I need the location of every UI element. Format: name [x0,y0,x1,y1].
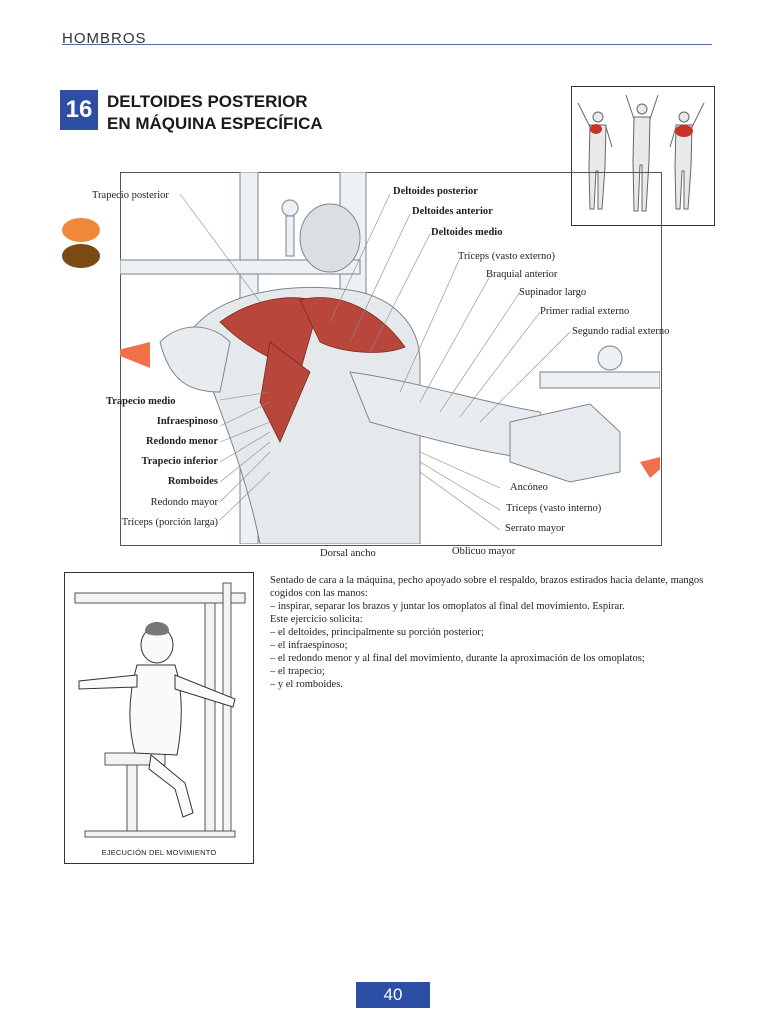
label-romboides: Romboides [168,476,218,487]
label-triceps-vasto-interno: Tríceps (vasto interno) [506,503,601,514]
description-item: – el redondo menor y al final del movimi… [270,652,730,665]
back-muscles-illustration [120,172,660,544]
description-item: – el trapecio; [270,665,730,678]
label-deltoides-posterior: Deltoides posterior [393,186,478,197]
description-requires: Este ejercicio solicita: [270,613,730,626]
execution-illustration [65,573,253,863]
execution-caption: EJECUCIÓN DEL MOVIMIENTO [64,848,254,857]
label-anconeo: Ancóneo [510,482,548,493]
description-item: – el infraespinoso; [270,639,730,652]
description-step: – inspirar, separar los brazos y juntar … [270,600,730,613]
label-infraespinoso: Infraespinoso [157,416,218,427]
label-primer-radial-externo: Primer radial externo [540,306,629,317]
exercise-title-line2: EN MÁQUINA ESPECÍFICA [107,113,323,135]
label-segundo-radial-externo: Segundo radial externo [572,326,669,337]
label-triceps-vasto-externo: Tríceps (vasto externo) [458,251,555,262]
label-braquial-anterior: Braquial anterior [486,269,557,280]
description-intro: Sentado de cara a la máquina, pecho apoy… [270,574,730,600]
label-dorsal-ancho: Dorsal ancho [320,548,376,559]
exercise-number: 16 [60,90,98,130]
label-trapecio-medio: Trapecio medio [106,396,176,407]
label-redondo-mayor: Redondo mayor [151,497,218,508]
exercise-title-line1: DELTOIDES POSTERIOR [107,91,323,113]
label-trapecio-posterior: Trapecio posterior [92,190,169,201]
label-triceps-porcion-larga: Tríceps (porción larga) [122,517,218,528]
exercise-description: Sentado de cara a la máquina, pecho apoy… [270,574,730,691]
label-trapecio-inferior: Trapecio inferior [142,456,219,467]
description-item: – el deltoides, principalmente su porció… [270,626,730,639]
exercise-title: DELTOIDES POSTERIOR EN MÁQUINA ESPECÍFIC… [107,91,323,135]
label-deltoides-medio: Deltoides medio [431,227,502,238]
execution-illustration-frame [64,572,254,864]
label-supinador-largo: Supinador largo [519,287,586,298]
label-deltoides-anterior: Deltoides anterior [412,206,493,217]
legend-orange-swatch [62,218,100,242]
section-rule [62,44,712,45]
label-oblicuo-mayor: Oblicuo mayor [452,546,515,557]
legend-brown-swatch [62,244,100,268]
label-redondo-menor: Redondo menor [146,436,218,447]
label-serrato-mayor: Serrato mayor [505,523,565,534]
page-number: 40 [356,982,430,1008]
description-item: – y el romboides. [270,678,730,691]
